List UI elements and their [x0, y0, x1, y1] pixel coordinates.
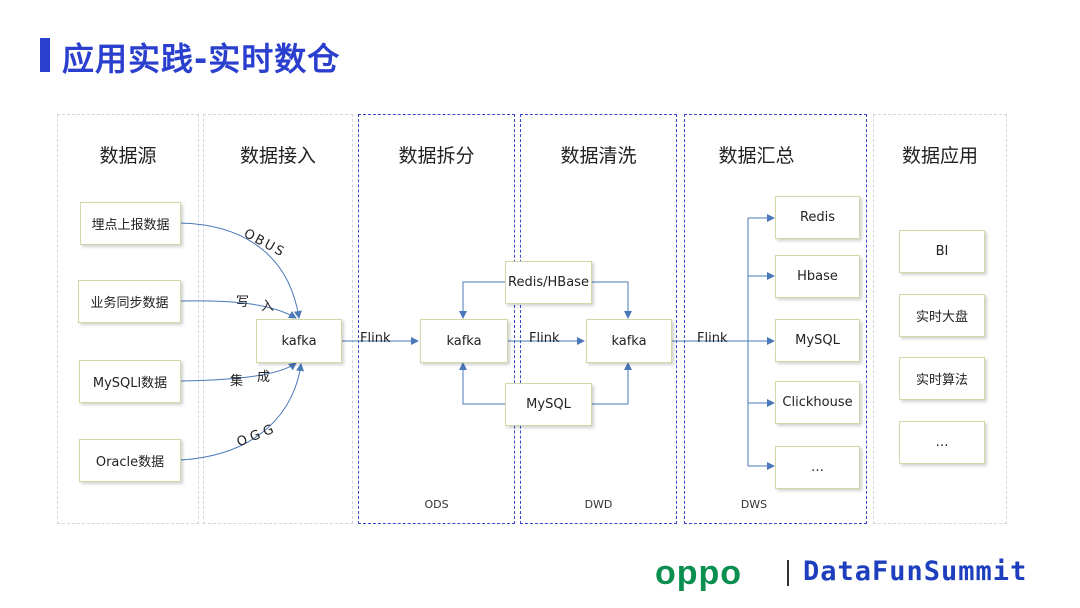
logo-divider	[787, 560, 789, 586]
layer-label-dws: DWS	[740, 498, 768, 511]
column-summary-dws	[684, 114, 867, 524]
column-title-clean: 数据清洗	[560, 145, 637, 167]
column-title-split: 数据拆分	[398, 145, 475, 167]
app-realtime-algorithm: 实时算法	[899, 357, 985, 400]
title-accent-bar	[40, 38, 50, 72]
lookup-redis-hbase: Redis/HBase	[505, 261, 592, 304]
edge-label-collect-1: 集	[230, 374, 244, 389]
kafka-ods: kafka	[420, 319, 508, 363]
oppo-logo: oppo	[655, 554, 743, 592]
column-source	[57, 114, 199, 524]
column-clean-dwd	[520, 114, 677, 524]
column-split-ods	[358, 114, 515, 524]
layer-label-ods: ODS	[424, 498, 449, 511]
flink-label-dwd: Flink	[529, 331, 560, 346]
column-app	[873, 114, 1007, 524]
column-title-app: 数据应用	[901, 145, 978, 167]
source-business-sync-data: 业务同步数据	[78, 280, 181, 323]
sink-mysql: MySQL	[775, 319, 860, 362]
source-tracking-data: 埋点上报数据	[80, 202, 181, 245]
page-title: 应用实践-实时数仓	[62, 40, 341, 78]
lookup-mysql: MySQL	[505, 383, 592, 426]
sink-more: …	[775, 446, 860, 489]
kafka-ingest: kafka	[256, 319, 342, 363]
sink-hbase: Hbase	[775, 255, 860, 298]
sink-redis: Redis	[775, 196, 860, 239]
edge-label-collect-2: 成	[257, 370, 271, 385]
column-title-source: 数据源	[99, 145, 157, 167]
source-oracle-data: Oracle数据	[79, 439, 181, 482]
app-more: …	[899, 421, 985, 464]
edge-label-write-2: 入	[261, 299, 275, 314]
column-ingest	[203, 114, 353, 524]
sink-clickhouse: Clickhouse	[775, 381, 860, 424]
column-title-summary: 数据汇总	[718, 145, 795, 167]
kafka-dwd: kafka	[586, 319, 672, 363]
layer-label-dwd: DWD	[584, 498, 613, 511]
flink-label-dws: Flink	[697, 331, 728, 346]
app-bi: BI	[899, 230, 985, 273]
source-mysql-data: MySQLl数据	[79, 360, 181, 403]
edge-label-write-1: 写	[236, 295, 250, 310]
column-title-ingest: 数据接入	[239, 145, 316, 167]
app-realtime-dashboard: 实时大盘	[899, 294, 985, 337]
flink-label-ods: Flink	[360, 331, 391, 346]
datafunsummit-logo: DataFunSummit	[803, 556, 1028, 587]
